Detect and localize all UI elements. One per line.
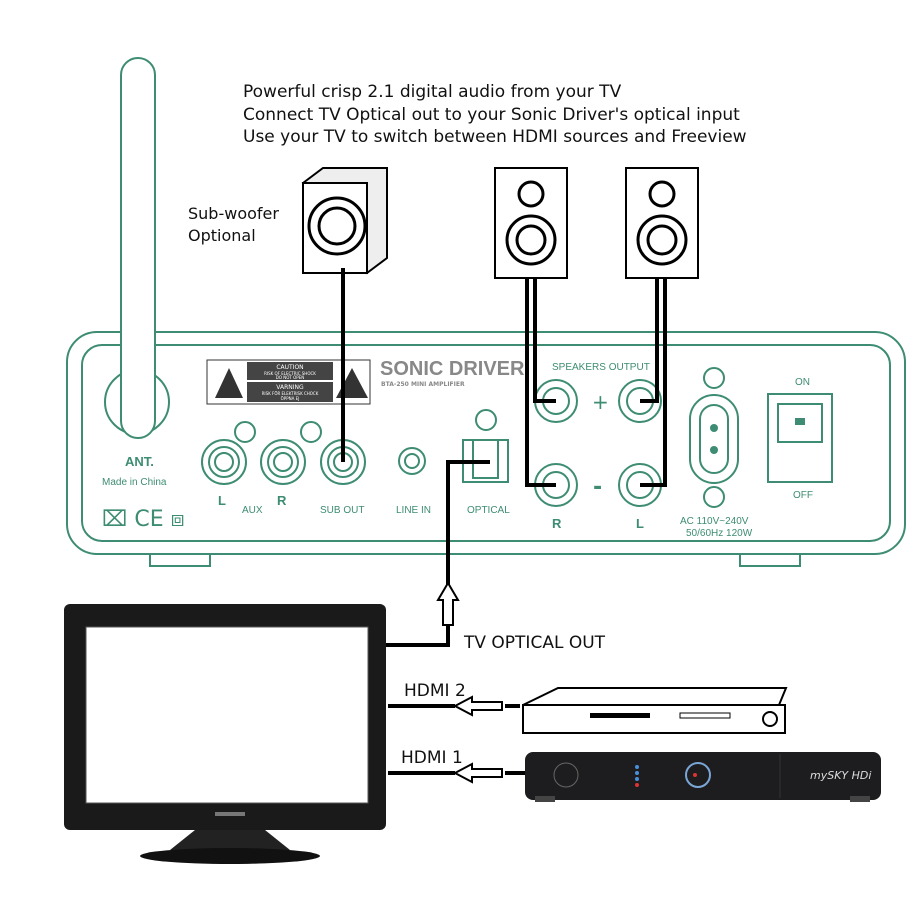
television [64,604,386,864]
minus-label: - [593,475,602,500]
rca-jacks [201,379,662,507]
certification-icons: ⌧ CE ⧈ [102,507,185,532]
svg-text:RISK FÖR ELEKTRISK CHOCK: RISK FÖR ELEKTRISK CHOCK [262,391,319,396]
header-line-2: Connect TV Optical out to your Sonic Dri… [243,105,740,125]
set-top-box: mySKY HDi [525,752,881,802]
svg-text:RISK OF ELECTRIC SHOCK: RISK OF ELECTRIC SHOCK [264,371,316,376]
model-label: BTA-250 MINI AMPLIFIER [381,381,465,388]
line-in-label: LINE IN [396,505,431,516]
subwoofer-optional-label: Optional [188,226,256,245]
speaker-right [494,167,568,279]
header-line-3: Use your TV to switch between HDMI sourc… [243,127,747,147]
made-in-label: Made in China [102,477,167,488]
aux-label: AUX [242,505,263,516]
svg-text:CAUTION: CAUTION [276,364,303,371]
optical-label: OPTICAL [467,505,510,516]
svg-text:VARNING: VARNING [276,384,304,391]
speaker-left [625,167,699,279]
svg-text:DO NOT OPEN: DO NOT OPEN [276,375,304,380]
caution-label: CAUTION RISK OF ELECTRIC SHOCK DO NOT OP… [206,359,371,405]
power-switch [767,393,833,483]
aux-l-label: L [218,493,226,508]
subwoofer-label: Sub-woofer [188,204,279,223]
sub-out-label: SUB OUT [320,505,364,516]
antenna [104,57,170,439]
header-line-1: Powerful crisp 2.1 digital audio from yo… [243,82,622,102]
hdmi1-label: HDMI 1 [401,748,463,768]
off-label: OFF [793,490,813,501]
on-label: ON [795,377,810,388]
optical-out-label: TV OPTICAL OUT [464,633,606,653]
hdmi2-label: HDMI 2 [404,681,466,701]
speaker-r-label: R [552,516,562,531]
dvd-player [522,687,788,734]
subwoofer [301,167,388,275]
power-spec: AC 110V~240V [680,516,749,527]
sky-logo: mySKY HDi [810,769,871,782]
speaker-l-label: L [636,516,644,531]
aux-r-label: R [277,493,287,508]
plus-label: + [592,390,609,414]
speakers-output-label: SPEAKERS OUTPUT [552,362,650,373]
svg-text:ÖPPNA EJ: ÖPPNA EJ [281,396,300,401]
power-rating: 50/60Hz 120W [686,528,753,539]
wires [341,268,667,784]
ant-label: ANT. [125,454,154,469]
amplifier-panel [66,331,906,567]
brand-logo: SONIC DRIVER [380,358,525,380]
power-inlet [689,367,739,508]
